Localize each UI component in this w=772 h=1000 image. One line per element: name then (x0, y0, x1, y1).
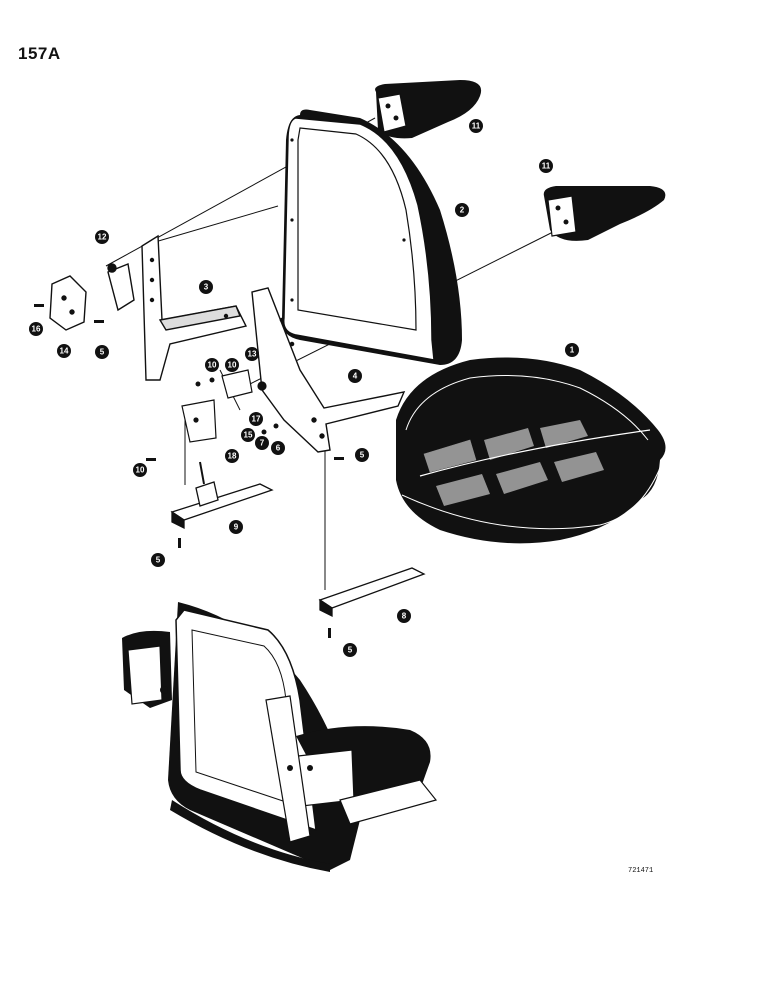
callout-14: 14 (57, 344, 71, 358)
callout-6: 6 (271, 441, 285, 455)
right-side-bracket (251, 287, 406, 453)
hinge-plate (49, 263, 135, 331)
callout-1: 1 (565, 343, 579, 357)
right-slide-rail (318, 567, 426, 618)
callout-label: 9 (234, 523, 239, 532)
callout-label: 5 (360, 451, 365, 460)
callout-15: 15 (241, 428, 255, 442)
callout-label: 13 (248, 350, 257, 359)
callout-label: 2 (460, 206, 465, 215)
callout-18: 18 (225, 449, 239, 463)
callout-label: 5 (100, 348, 105, 357)
callout-5: 5 (355, 448, 369, 462)
callout-12: 12 (95, 230, 109, 244)
left-slide-rail (170, 461, 274, 530)
right-armrest-upper (375, 80, 482, 139)
callout-label: 3 (204, 283, 209, 292)
recline-mechanism (181, 369, 267, 443)
seat-back (281, 109, 462, 365)
callout-7: 7 (255, 436, 269, 450)
callout-11: 11 (469, 119, 483, 133)
callout-5: 5 (95, 345, 109, 359)
callout-5: 5 (151, 553, 165, 567)
callout-label: 11 (542, 162, 551, 171)
callout-3: 3 (199, 280, 213, 294)
callout-label: 8 (402, 612, 407, 621)
callout-label: 5 (348, 646, 353, 655)
callout-13: 13 (245, 347, 259, 361)
callout-label: 16 (32, 325, 41, 334)
callout-label: 10 (136, 466, 145, 475)
callout-5: 5 (343, 643, 357, 657)
callout-label: 6 (276, 444, 281, 453)
callout-label: 5 (156, 556, 161, 565)
callout-8: 8 (397, 609, 411, 623)
callout-17: 17 (249, 412, 263, 426)
callout-label: 10 (228, 361, 237, 370)
callout-label: 7 (260, 439, 265, 448)
callout-label: 15 (244, 431, 253, 440)
seat-cushion (396, 357, 666, 544)
callout-label: 4 (353, 372, 358, 381)
callout-10: 10 (205, 358, 219, 372)
callout-4: 4 (348, 369, 362, 383)
callout-label: 14 (60, 347, 69, 356)
callout-label: 11 (472, 122, 481, 131)
right-armrest-lower (543, 186, 666, 241)
figure-number: 721471 (628, 867, 654, 875)
callout-label: 17 (252, 415, 261, 424)
callout-label: 10 (208, 361, 217, 370)
callout-2: 2 (455, 203, 469, 217)
assembled-seat (122, 602, 438, 872)
left-side-bracket (141, 234, 248, 381)
page-number: 157A (18, 44, 61, 63)
callout-label: 1 (570, 346, 575, 355)
callout-label: 12 (98, 233, 107, 242)
callout-9: 9 (229, 520, 243, 534)
callout-10: 10 (225, 358, 239, 372)
callout-11: 11 (539, 159, 553, 173)
callout-label: 18 (228, 452, 237, 461)
bolts (34, 304, 344, 638)
callout-16: 16 (29, 322, 43, 336)
callout-10: 10 (133, 463, 147, 477)
